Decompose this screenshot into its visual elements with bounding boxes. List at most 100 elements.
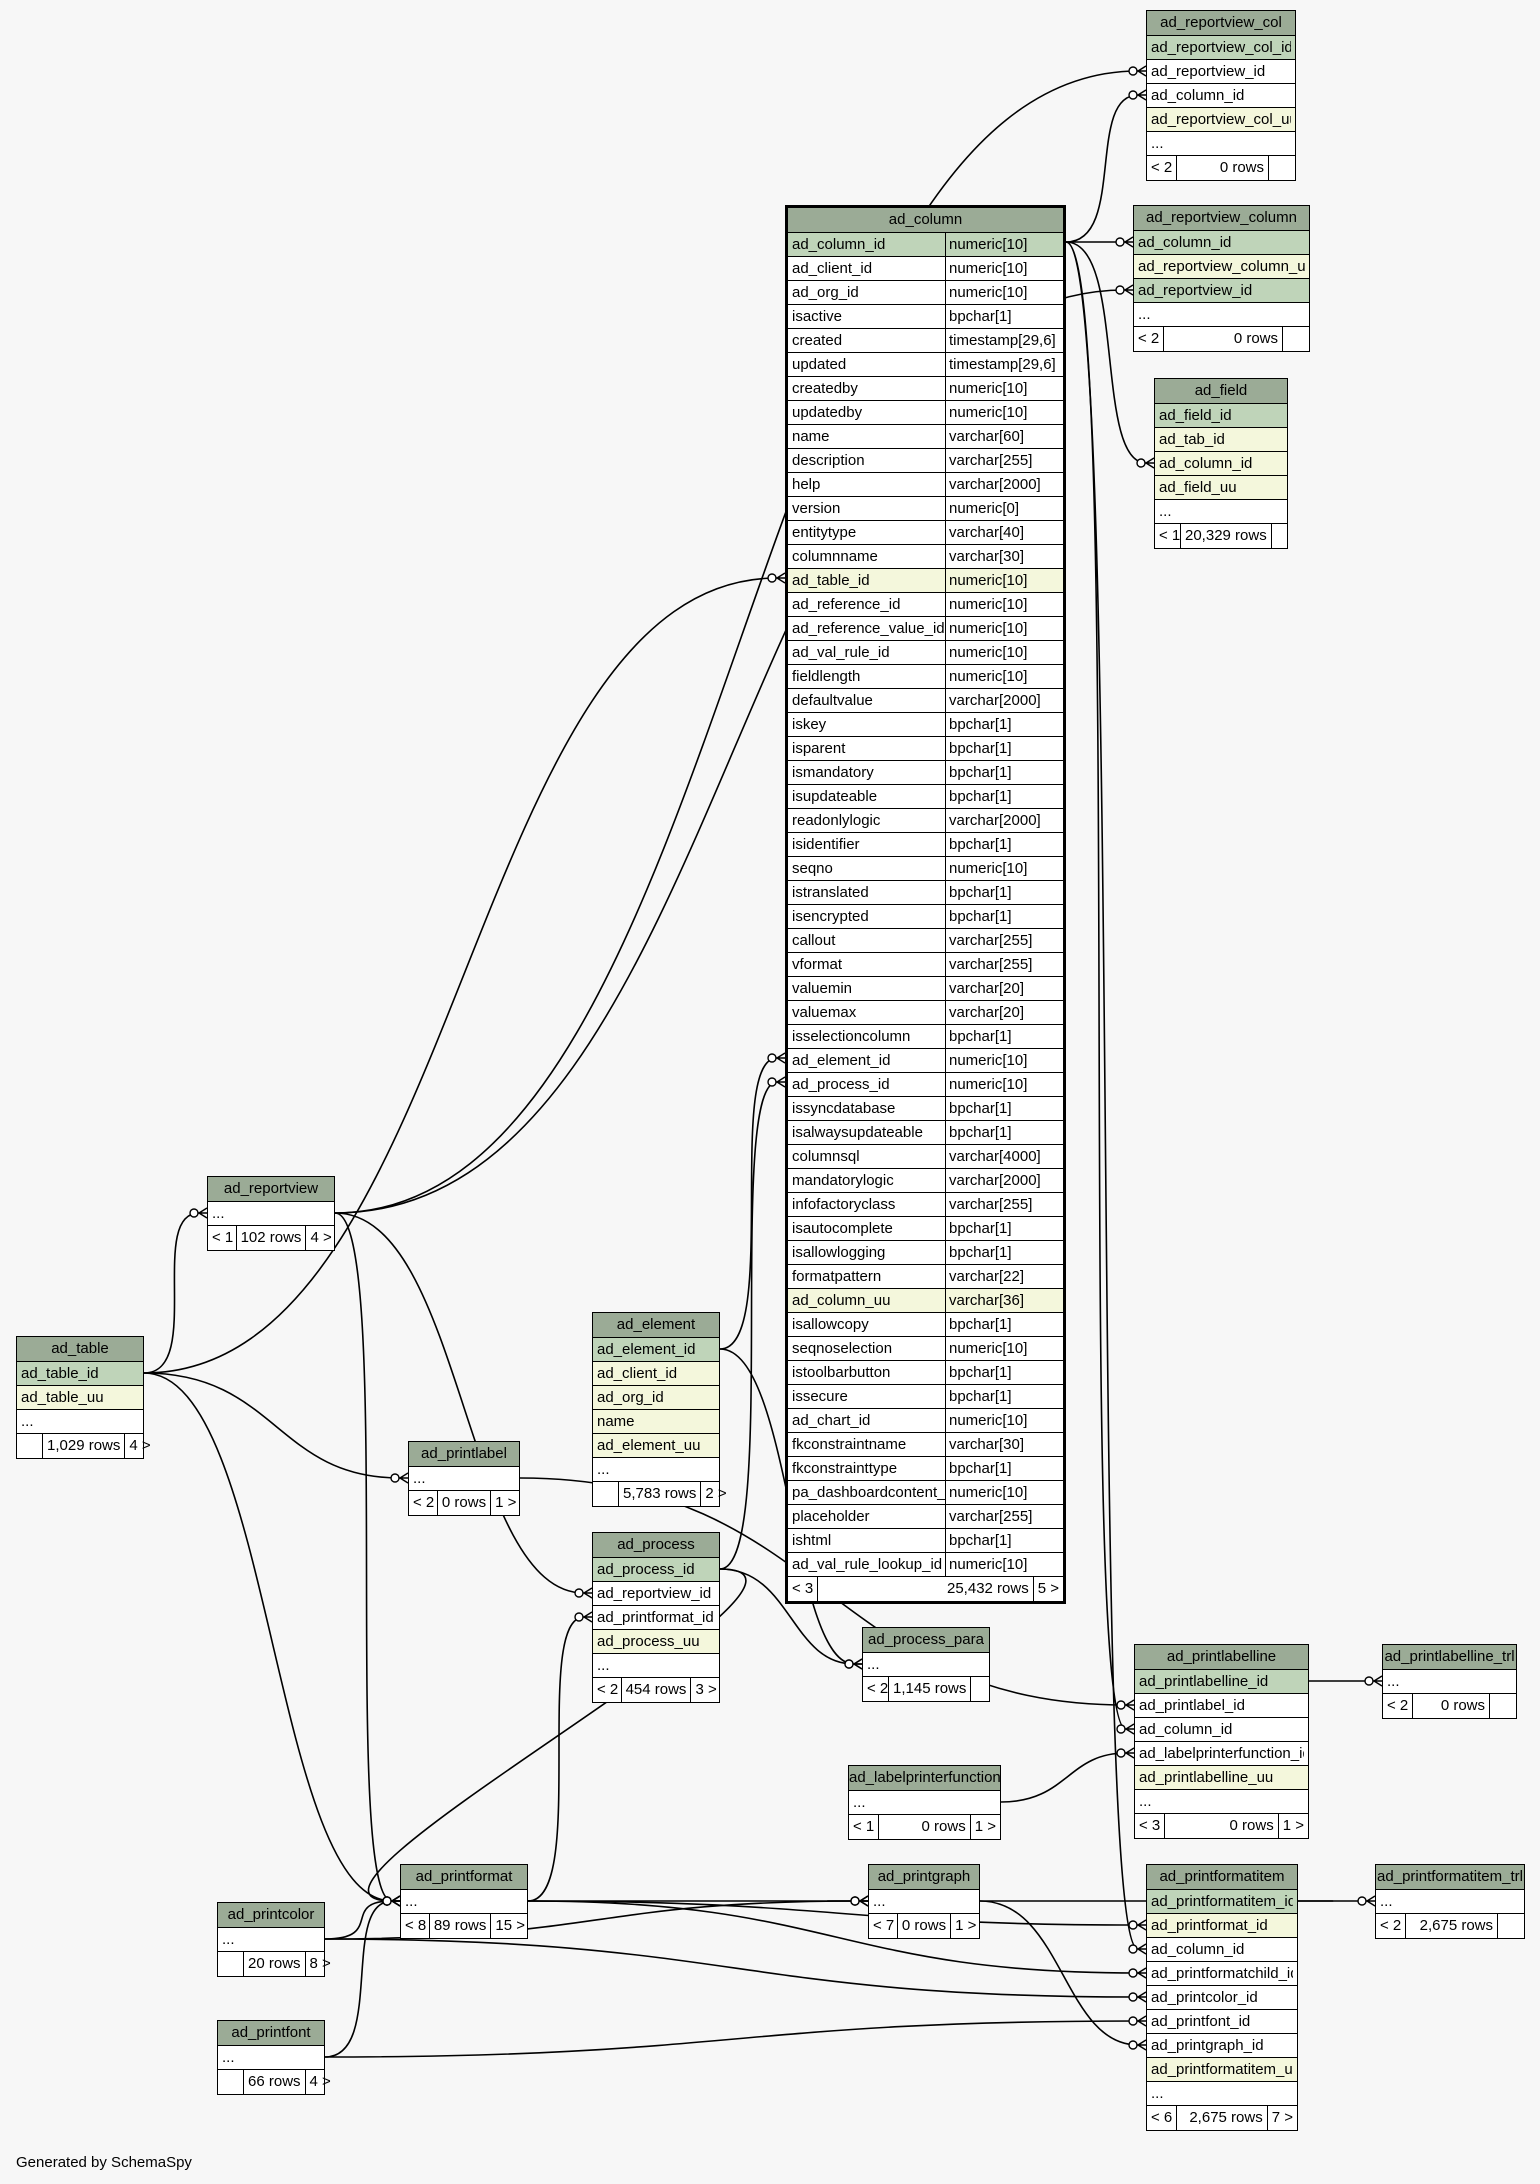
children-count[interactable]: 4 > (310, 1229, 332, 1246)
children-count[interactable]: 4 > (129, 1437, 151, 1454)
column-row[interactable]: ... (593, 1458, 719, 1482)
parents-count[interactable] (218, 2070, 244, 2094)
column-row[interactable]: ... (849, 1791, 1000, 1815)
column-row[interactable]: ... (593, 1654, 719, 1678)
children-count[interactable] (1269, 156, 1295, 180)
column-row[interactable]: ad_printgraph_id (1147, 2034, 1297, 2058)
children-count[interactable] (1283, 327, 1309, 351)
column-row[interactable]: name (593, 1410, 719, 1434)
children-count[interactable] (971, 1677, 997, 1701)
parents-count[interactable]: < 2 (409, 1491, 438, 1515)
column-row[interactable]: ad_printformatchild_id (1147, 1962, 1297, 1986)
parents-count[interactable]: < 1 (1155, 524, 1181, 548)
column-row[interactable]: ad_printformatitem_id (1147, 1890, 1297, 1914)
parents-count[interactable]: < 3 (788, 1577, 819, 1601)
column-row[interactable]: ad_reportview_id (1134, 279, 1309, 303)
parents-count[interactable]: < 1 (208, 1226, 237, 1250)
column-row[interactable]: ad_client_id (593, 1362, 719, 1386)
parents-count[interactable] (17, 1434, 43, 1458)
children-count[interactable]: 8 > (309, 1955, 331, 1972)
column-row[interactable]: ... (869, 1890, 979, 1914)
children-count[interactable]: 1 > (974, 1818, 996, 1835)
column-row[interactable]: ad_printformatitem_uu (1147, 2058, 1297, 2082)
column-row[interactable]: ad_process_uu (593, 1630, 719, 1654)
column-row[interactable]: ... (409, 1467, 519, 1491)
column-row[interactable]: ad_printlabelline_id (1135, 1670, 1308, 1694)
parents-count[interactable]: < 3 (1135, 1814, 1166, 1838)
column-row[interactable]: ad_field_uu (1155, 476, 1287, 500)
column-row[interactable]: ... (1155, 500, 1287, 524)
column-row[interactable]: ad_tab_id (1155, 428, 1287, 452)
parents-count[interactable]: < 2 (1376, 1914, 1407, 1938)
column-row[interactable]: ad_org_id (593, 1386, 719, 1410)
column-row[interactable]: ad_printlabelline_uu (1135, 1766, 1308, 1790)
children-count[interactable]: 15 > (495, 1917, 525, 1934)
children-count[interactable] (1498, 1914, 1524, 1938)
column-row[interactable]: ad_printlabel_id (1135, 1694, 1308, 1718)
children-count[interactable] (1272, 524, 1298, 548)
column-row[interactable]: ad_printformat_id (593, 1606, 719, 1630)
parents-count[interactable]: < 6 (1147, 2106, 1178, 2130)
column-row[interactable]: ad_process_id (593, 1558, 719, 1582)
parents-count[interactable]: < 7 (869, 1914, 898, 1938)
children-count[interactable] (1490, 1694, 1516, 1718)
column-row[interactable]: ad_field_id (1155, 404, 1287, 428)
parents-count[interactable]: < 2 (1147, 156, 1178, 180)
column-row[interactable]: ... (1135, 1790, 1308, 1814)
parents-count[interactable]: < 2 (1383, 1694, 1414, 1718)
parents-count[interactable]: < 2 (1134, 327, 1165, 351)
column-row[interactable]: ... (17, 1410, 143, 1434)
column-row[interactable]: ad_labelprinterfunction_id (1135, 1742, 1308, 1766)
parents-count[interactable]: < 1 (849, 1815, 880, 1839)
parents-count[interactable]: < 8 (401, 1914, 430, 1938)
children-count[interactable]: 1 > (955, 1917, 977, 1934)
children-count[interactable]: 3 > (695, 1681, 717, 1698)
column-row[interactable]: ad_reportview_column_uu (1134, 255, 1309, 279)
parents-count[interactable]: < 2 (593, 1678, 622, 1702)
